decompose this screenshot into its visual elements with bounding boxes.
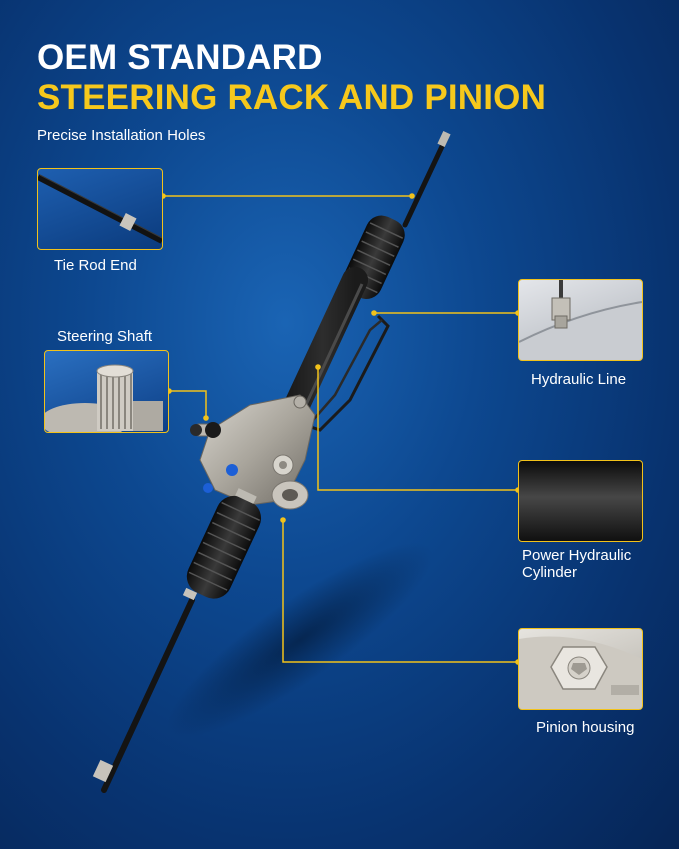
steering-shaft-detail bbox=[44, 350, 169, 433]
pinion-housing-detail bbox=[518, 628, 643, 710]
hydraulic-line-image bbox=[519, 280, 642, 360]
pinion-housing-image bbox=[519, 636, 642, 709]
subtitle: Precise Installation Holes bbox=[37, 127, 206, 144]
tie-rod-end-label: Tie Rod End bbox=[54, 257, 137, 274]
hydraulic-line-detail bbox=[518, 279, 643, 361]
title-line-2: STEERING RACK AND PINION bbox=[37, 78, 547, 117]
tie-rod-end-detail bbox=[37, 168, 163, 250]
power-hydraulic-cylinder-detail bbox=[518, 460, 643, 542]
pinion-housing-label: Pinion housing bbox=[536, 719, 635, 736]
steering-shaft-image bbox=[45, 364, 163, 432]
hydraulic-line-label: Hydraulic Line bbox=[531, 371, 627, 388]
steering-shaft-label: Steering Shaft bbox=[57, 328, 153, 345]
title-line-1: OEM STANDARD bbox=[37, 38, 323, 77]
power-hydraulic-cylinder-label: Power Hydraulic Cylinder bbox=[522, 547, 632, 581]
tie-rod-image bbox=[38, 174, 162, 244]
